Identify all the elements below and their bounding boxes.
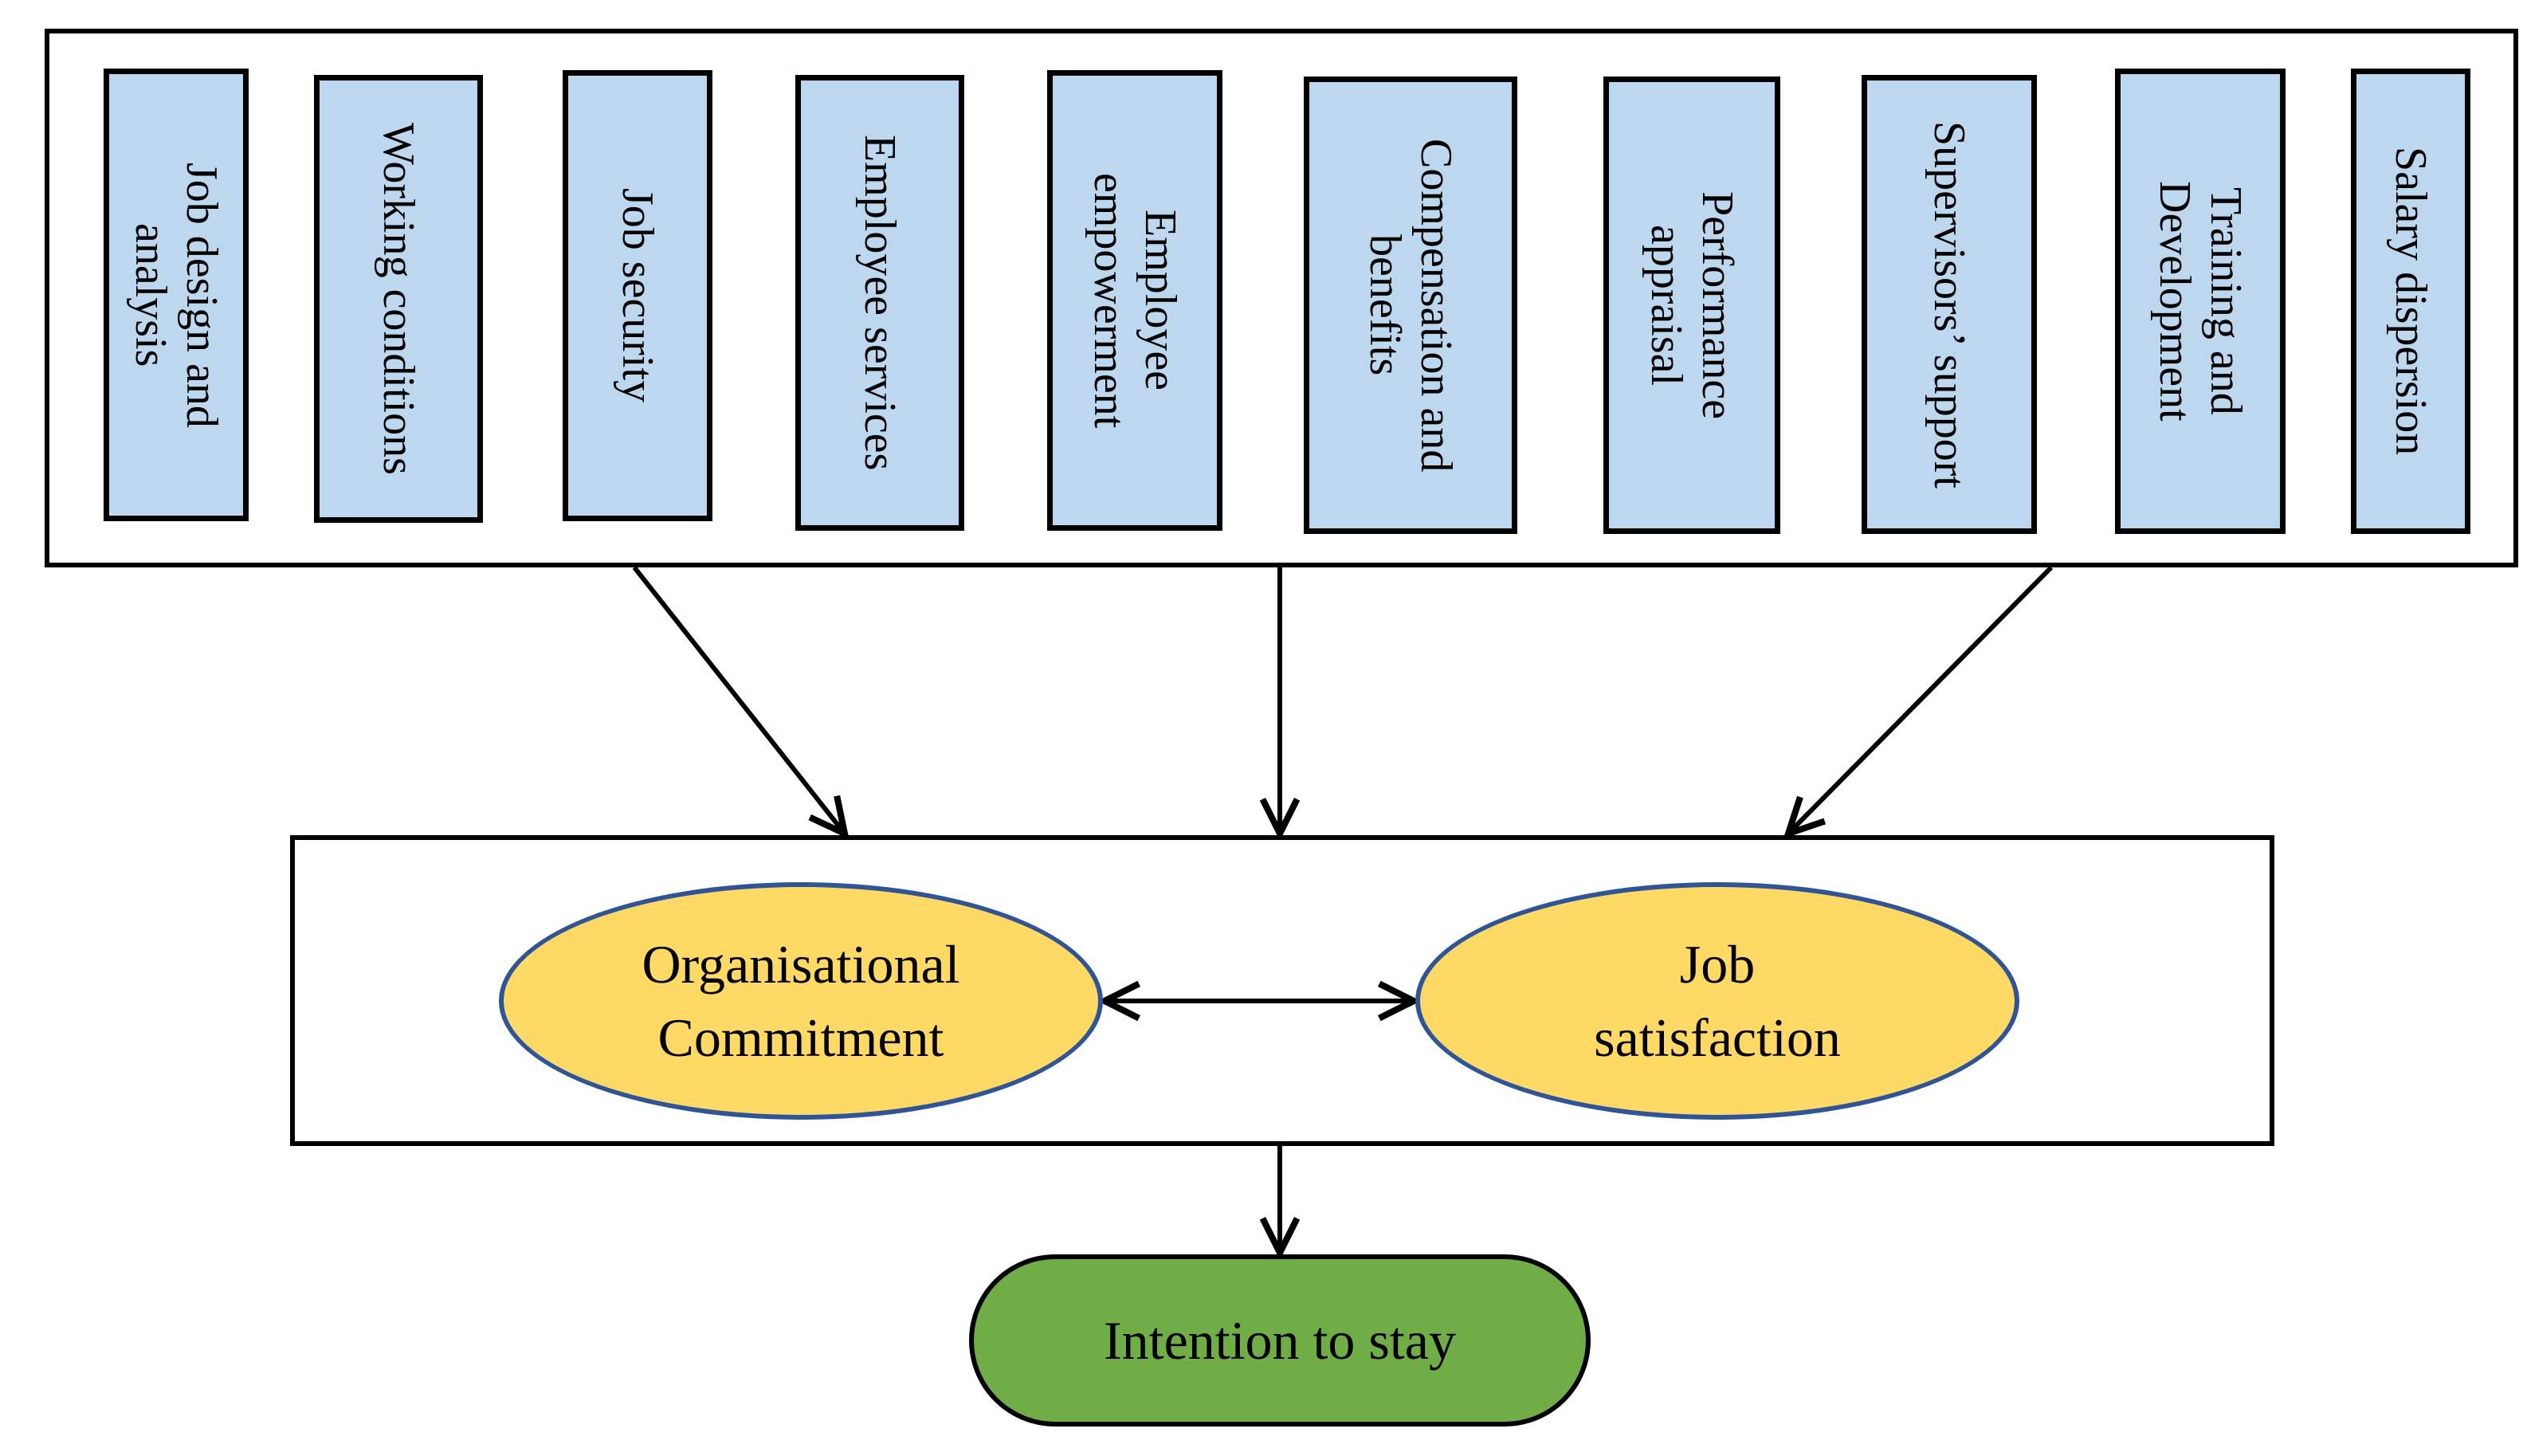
factor-job-security: Job security (563, 70, 712, 521)
arrow-factors-to-satisfaction (1788, 565, 2054, 834)
factor-label: Supervisors’ support (1925, 120, 1974, 489)
job-satisfaction-node: Job satisfaction (1415, 882, 2019, 1120)
factor-employee-services: Employee services (795, 75, 964, 531)
factor-label: Compensation and benefits (1360, 138, 1461, 473)
factor-training-and-development: Training and Development (2115, 69, 2286, 534)
factor-label: Employee services (855, 135, 904, 471)
factor-label: Working conditions (374, 123, 423, 475)
factor-label: Performance appraisal (1642, 190, 1742, 420)
intention-to-stay-label: Intention to stay (1104, 1309, 1456, 1371)
factor-salary-dispersion: Salary dispersion (2351, 69, 2470, 534)
factor-job-design-and-analysis: Job design and analysis (104, 69, 249, 521)
factor-supervisors-support: Supervisors’ support (1862, 75, 2037, 534)
factor-working-conditions: Working conditions (314, 75, 483, 523)
job-satisfaction-label: Job satisfaction (1594, 934, 1841, 1068)
factor-label: Salary dispersion (2386, 147, 2435, 456)
factor-label: Training and Development (2150, 181, 2250, 422)
intention-to-stay-node: Intention to stay (969, 1254, 1591, 1427)
factor-label: Job design and analysis (126, 162, 226, 428)
arrow-factors-to-commitment (632, 566, 845, 834)
organisational-commitment-node: Organisational Commitment (499, 882, 1103, 1120)
factor-employee-empowerment: Employee empowerment (1047, 70, 1222, 531)
factor-label: Employee empowerment (1085, 172, 1185, 429)
factor-compensation-and-benefits: Compensation and benefits (1304, 77, 1517, 534)
factor-performance-appraisal: Performance appraisal (1603, 77, 1780, 534)
factor-label: Job security (613, 188, 662, 403)
organisational-commitment-label: Organisational Commitment (642, 934, 960, 1068)
